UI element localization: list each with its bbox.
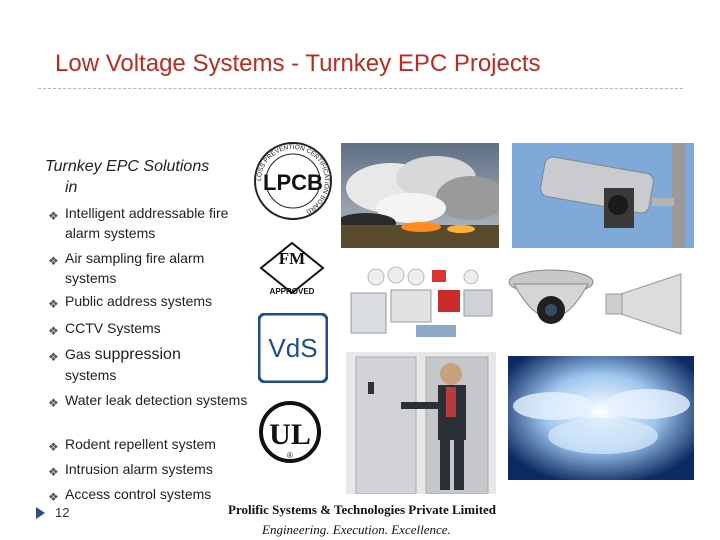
footer-tagline: Engineering. Execution. Excellence. — [262, 522, 451, 537]
fire-smoke-photo — [341, 143, 499, 248]
bullet-camera-photo — [512, 143, 694, 248]
dome-camera-speaker-photo — [506, 262, 694, 352]
page-marker-icon — [36, 507, 45, 519]
svg-text:®: ® — [287, 451, 293, 460]
svg-text:APPROVED: APPROVED — [270, 287, 315, 296]
access-control-photo — [346, 352, 496, 494]
vds-logo: VdS — [257, 312, 329, 384]
diamond-bullet-icon: ❖ — [48, 297, 59, 311]
gas-suppression-photo — [508, 356, 694, 480]
slide-title: Low Voltage Systems - Turnkey EPC Projec… — [55, 50, 541, 77]
fm-approved-logo: FM APPROVED — [258, 240, 326, 300]
subheading-line2: in — [65, 179, 78, 196]
diamond-bullet-icon: ❖ — [48, 396, 59, 410]
diamond-bullet-icon: ❖ — [48, 490, 59, 504]
title-divider — [38, 88, 683, 89]
svg-text:FM: FM — [279, 249, 305, 268]
footer-company: Prolific Systems & Technologies Private … — [228, 502, 497, 517]
svg-text:LPCB: LPCB — [263, 170, 323, 195]
diamond-bullet-icon: ❖ — [48, 350, 59, 364]
page-number: 12 — [55, 505, 70, 520]
svg-text:VdS: VdS — [268, 333, 317, 363]
lpcb-logo: LOSS PREVENTION CERTIFICATION BOARD LPCB — [252, 140, 334, 222]
subheading: Turnkey EPC Solutions in — [45, 156, 250, 198]
diamond-bullet-icon: ❖ — [48, 465, 59, 479]
diamond-bullet-icon: ❖ — [48, 324, 59, 338]
svg-text:UL: UL — [269, 418, 311, 451]
diamond-bullet-icon: ❖ — [48, 440, 59, 454]
diamond-bullet-icon: ❖ — [48, 254, 59, 268]
diamond-bullet-icon: ❖ — [48, 209, 59, 223]
subheading-line1: Turnkey EPC Solutions — [45, 158, 210, 175]
fire-alarm-devices-photo — [346, 265, 498, 340]
ul-logo: UL ® — [256, 400, 324, 468]
